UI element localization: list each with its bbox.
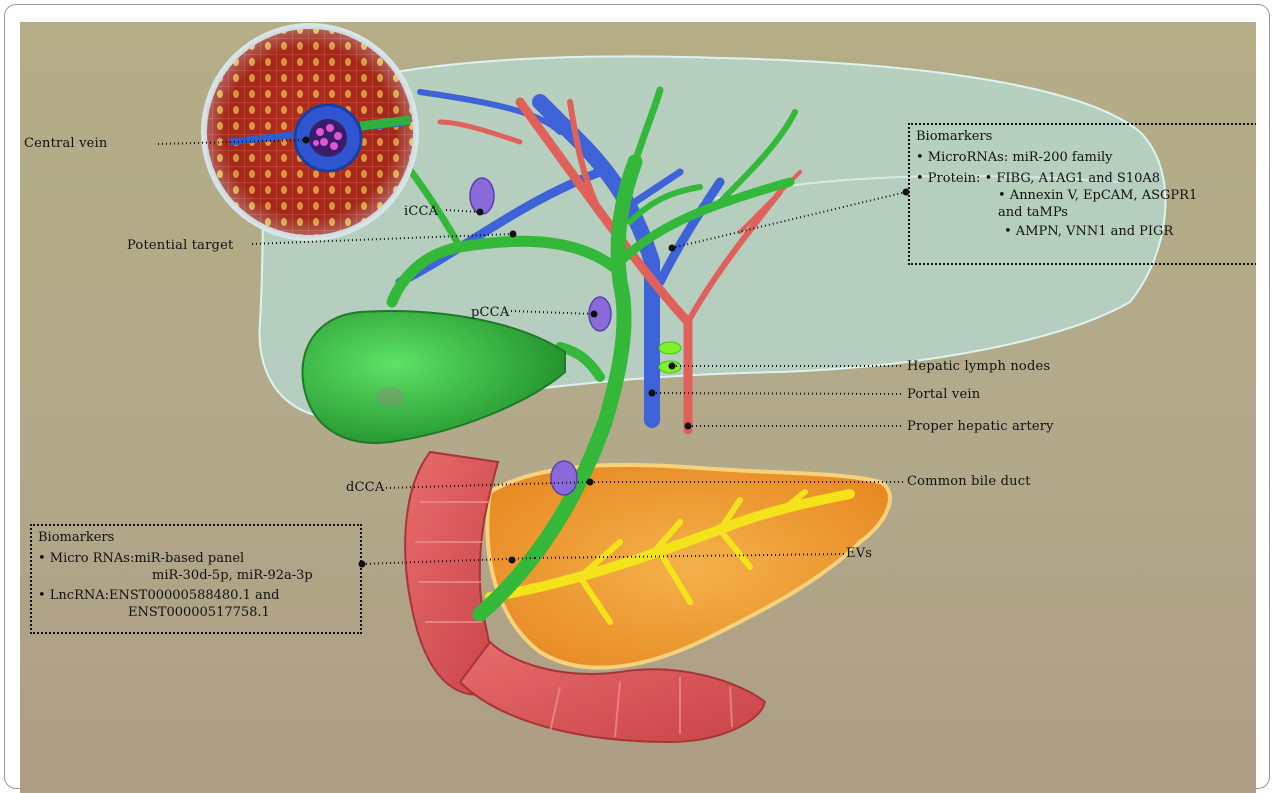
- label-icca: iCCA: [404, 204, 438, 219]
- biomarker-protein-row: • Protein: • FIBG, A1AG1 and S10A8: [916, 170, 1256, 187]
- label-proper-hepatic-artery: Proper hepatic artery: [907, 419, 1054, 434]
- label-hepatic-lymph-nodes: Hepatic lymph nodes: [907, 359, 1050, 374]
- biomarker-lncrna-1: • LncRNA:ENST00000588480.1 and: [38, 587, 354, 604]
- biomarker-microrna-1: • Micro RNAs:miR-based panel: [38, 550, 354, 567]
- biomarker-protein-2: • Annexin V, EpCAM, ASGPR1: [916, 187, 1256, 204]
- biomarker-protein-3: • AMPN, VNN1 and PIGR: [916, 223, 1256, 240]
- label-portal-vein: Portal vein: [907, 387, 980, 402]
- biomarker-microrna-2: miR-30d-5p, miR-92a-3p: [38, 567, 354, 584]
- label-common-bile-duct: Common bile duct: [907, 474, 1031, 489]
- pancreas: [487, 465, 889, 668]
- label-potential-target: Potential target: [127, 238, 233, 253]
- biomarkers-title: Biomarkers: [916, 128, 1256, 145]
- biomarker-protein-2b: and taMPs: [916, 204, 1256, 221]
- figure-panel: Central vein iCCA Potential target pCCA …: [20, 22, 1256, 793]
- label-dcca: dCCA: [346, 480, 384, 495]
- biomarkers-title: Biomarkers: [38, 529, 354, 546]
- biomarker-microrna: • MicroRNAs: miR-200 family: [916, 149, 1256, 166]
- biomarker-lncrna-2: ENST00000517758.1: [38, 604, 354, 621]
- biomarkers-box-bile: Biomarkers • Micro RNAs:miR-based panel …: [30, 524, 362, 634]
- biomarkers-box-liver: Biomarkers • MicroRNAs: miR-200 family •…: [908, 123, 1256, 265]
- liver-lobule-zoom: [204, 26, 416, 238]
- label-central-vein: Central vein: [24, 136, 107, 151]
- label-evs: EVs: [846, 546, 872, 561]
- label-pcca: pCCA: [471, 305, 509, 320]
- biomarker-protein-1: • FIBG, A1AG1 and S10A8: [985, 171, 1160, 186]
- biomarker-protein-prefix: • Protein:: [916, 171, 980, 186]
